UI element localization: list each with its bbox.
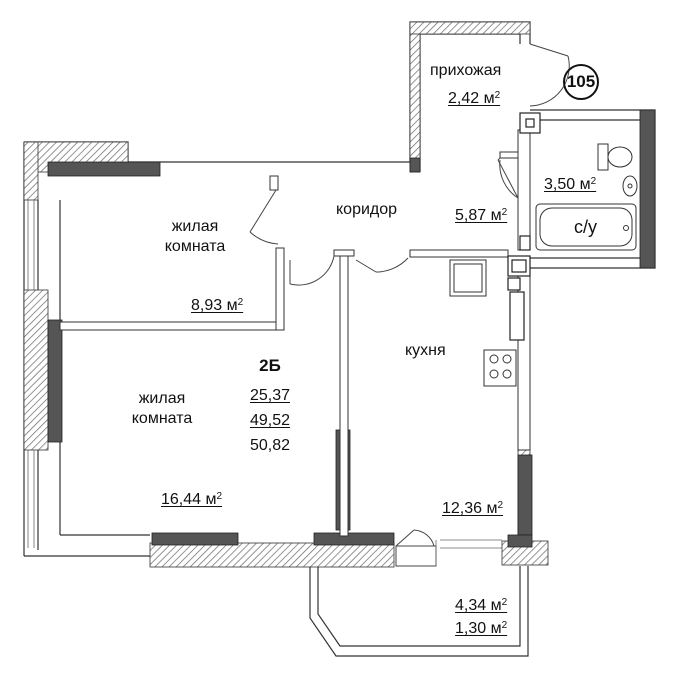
kitchen-fixtures	[449, 259, 517, 387]
apartment-type: 2Б	[259, 356, 281, 375]
apartment-total-area: 49,52	[249, 412, 291, 429]
bathroom-area: 3,50 м2	[544, 176, 597, 193]
large-living-room-area: 16,44 м2	[161, 491, 223, 508]
windows	[27, 200, 502, 566]
balcony-area-reduced: 1,30 м2	[455, 620, 508, 637]
doors	[249, 43, 570, 567]
hallway-area: 2,42 м2	[448, 90, 501, 107]
dark-walls	[47, 109, 656, 548]
large-living-room-name-2: комната	[131, 410, 193, 427]
large-living-room-name-1: жилая	[138, 390, 186, 407]
small-living-room-name-2: комната	[164, 238, 226, 255]
small-living-room-name-1: жилая	[171, 218, 219, 235]
shafts	[507, 112, 541, 341]
small-living-room-area: 8,93 м2	[191, 297, 244, 314]
apartment-living-area: 25,37	[249, 387, 291, 404]
balcony-area: 4,34 м2	[455, 597, 508, 614]
apartment-total-area-with-balcony: 50,82	[249, 437, 291, 454]
bathroom-fixtures	[535, 143, 638, 251]
partitions	[59, 129, 531, 537]
bathroom-name: с/у	[574, 217, 598, 237]
hallway-name: прихожая	[430, 62, 502, 79]
corridor-name: коридор	[336, 201, 398, 218]
corridor-area: 5,87 м2	[455, 207, 508, 224]
kitchen-name: кухня	[405, 342, 446, 359]
kitchen-area: 12,36 м2	[442, 500, 504, 517]
apartment-number: 105	[563, 64, 599, 100]
